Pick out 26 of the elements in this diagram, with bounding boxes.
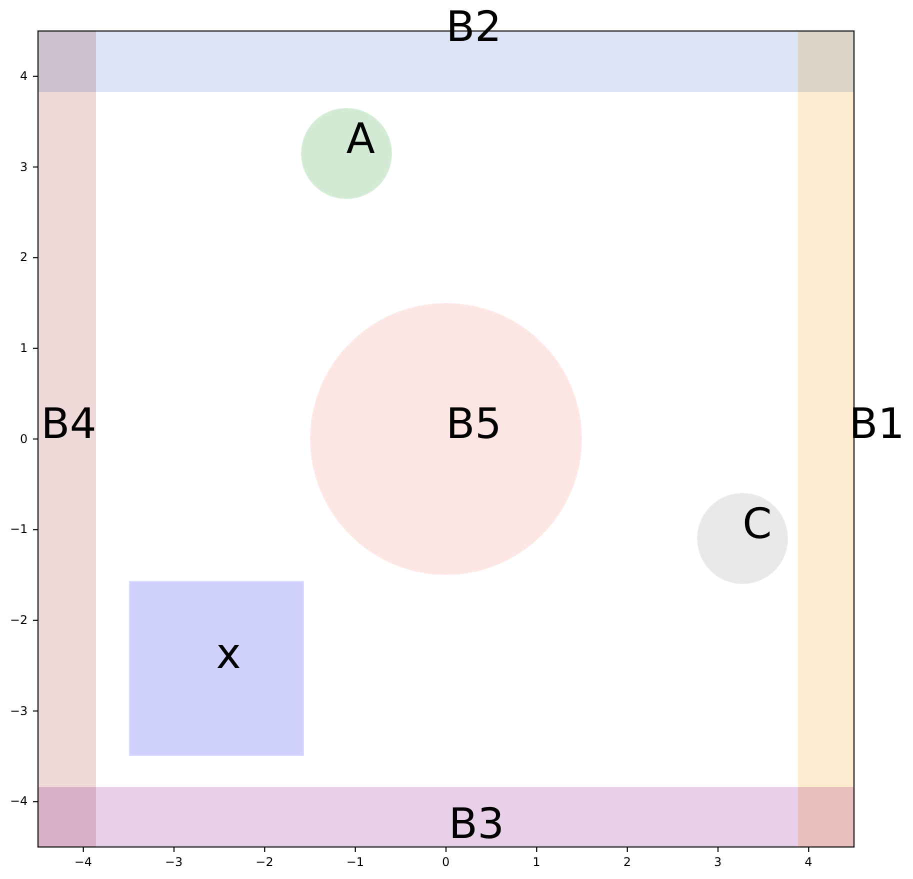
tick-label: 4 [804, 855, 812, 869]
tick-label: 0 [20, 432, 28, 446]
tick-label: 0 [442, 855, 450, 869]
node-label: C [742, 503, 772, 546]
node-label: x [216, 633, 241, 676]
tick-label: −3 [165, 855, 183, 869]
tick-label: −1 [346, 855, 364, 869]
tick-label: 1 [532, 855, 540, 869]
tick-label: −4 [10, 794, 28, 808]
tick-label: −2 [256, 855, 274, 869]
tick-label: 2 [623, 855, 631, 869]
tick-label: −1 [10, 522, 28, 536]
tick-label: −3 [10, 704, 28, 718]
node-label: B3 [448, 803, 504, 846]
square [128, 581, 304, 756]
node-label: B5 [446, 403, 502, 446]
tick-label: 3 [714, 855, 722, 869]
node-label: B4 [40, 403, 97, 446]
tick-label: 1 [20, 340, 28, 355]
tick-label: −2 [10, 612, 28, 627]
tick-label: −4 [74, 855, 92, 869]
tick-label: 3 [20, 160, 28, 174]
tick-label: 2 [20, 250, 28, 264]
tick-label: 4 [20, 68, 28, 83]
node-label: A [346, 118, 375, 160]
bottom-band [38, 787, 854, 847]
